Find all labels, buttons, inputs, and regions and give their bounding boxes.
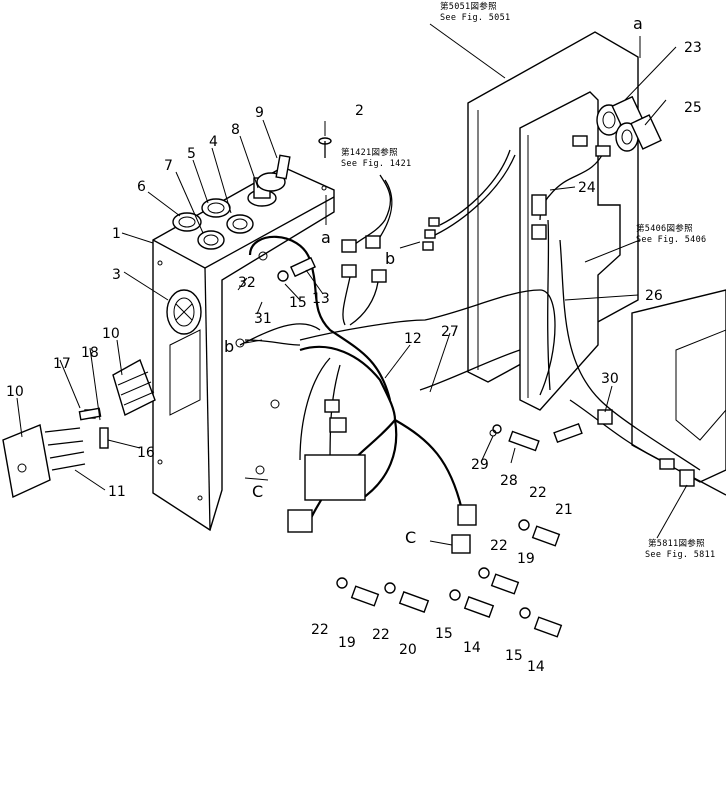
callout-14a: 14	[463, 640, 481, 656]
callout-8: 8	[231, 122, 240, 138]
callout-10a: 10	[102, 326, 120, 342]
ref-5051-en: See Fig. 5051	[440, 13, 510, 23]
bolt-13	[277, 256, 317, 282]
connector-letter-a-top: a	[633, 14, 643, 33]
callout-11: 11	[108, 484, 126, 500]
bolt-19b	[336, 577, 380, 607]
callout-26: 26	[645, 288, 663, 304]
callout-24: 24	[578, 180, 596, 196]
connector-letter-a: a	[321, 228, 331, 247]
ref-5406-en: See Fig. 5406	[636, 235, 706, 245]
ref-5051-jp: 第5051図参照	[440, 1, 497, 12]
callout-28: 28	[500, 473, 518, 489]
callout-15c: 15	[505, 648, 523, 664]
harness-24-26	[434, 149, 701, 471]
callout-6: 6	[137, 179, 146, 195]
relay-assembly	[2, 358, 156, 499]
reference-arrows	[244, 23, 688, 546]
key-switch	[247, 154, 291, 207]
callout-5: 5	[187, 146, 196, 162]
callout-22a: 22	[529, 485, 547, 501]
gauge-cluster	[172, 198, 254, 250]
connector-letter-c: C	[252, 482, 263, 501]
bolt-30	[553, 409, 613, 444]
leader-lines	[16, 46, 677, 491]
callout-4: 4	[209, 134, 218, 150]
callout-17: 17	[53, 356, 71, 372]
bolts	[78, 137, 726, 638]
connector-letter-c-right: C	[405, 528, 416, 547]
callout-1: 1	[112, 226, 121, 242]
lower-right-panel	[631, 289, 726, 483]
callout-9: 9	[255, 105, 264, 121]
callout-31: 31	[254, 311, 272, 327]
bolt-14a	[449, 589, 495, 618]
ref-1421-en: See Fig. 1421	[341, 159, 411, 169]
harness-27	[299, 289, 556, 396]
callout-23: 23	[684, 40, 702, 56]
callout-15a: 15	[289, 295, 307, 311]
callout-15b: 15	[435, 626, 453, 642]
callout-14b: 14	[527, 659, 545, 675]
bolt-20	[384, 582, 430, 613]
callout-21: 21	[555, 502, 573, 518]
bolt-17	[78, 407, 102, 421]
connector-pigtail	[341, 174, 393, 326]
bolt-19a	[478, 567, 520, 595]
callout-30: 30	[601, 371, 619, 387]
ref-5811-jp: 第5811図参照	[648, 538, 705, 549]
bolt-28	[492, 424, 540, 452]
callout-22b: 22	[490, 538, 508, 554]
callout-25: 25	[684, 100, 702, 116]
callout-27: 27	[441, 324, 459, 340]
ref-1421-jp: 第1421図参照	[341, 147, 398, 158]
callout-19b: 19	[338, 635, 356, 651]
harness-bracket-panel	[519, 91, 621, 411]
callout-22c: 22	[311, 622, 329, 638]
main-switch-box	[152, 166, 335, 532]
connector-letter-b: b	[385, 249, 395, 268]
harness-connectors	[287, 135, 611, 554]
callout-13: 13	[312, 291, 330, 307]
callout-10b: 10	[6, 384, 24, 400]
callout-32: 32	[238, 275, 256, 291]
connector-letter-b-box: b	[224, 337, 234, 356]
callout-22d: 22	[372, 627, 390, 643]
bolt-2	[318, 137, 332, 158]
callout-19a: 19	[517, 551, 535, 567]
callout-20: 20	[399, 642, 417, 658]
hour-meter	[166, 289, 202, 335]
callout-7: 7	[164, 158, 173, 174]
callout-29: 29	[471, 457, 489, 473]
callout-labels: 1 2 3 4 5 6 7 8 9 10 10 11 12 13 14 14 1…	[6, 14, 702, 675]
indicator-lamps	[596, 95, 662, 152]
callout-3: 3	[112, 267, 121, 283]
ref-5811-en: See Fig. 5811	[645, 550, 715, 560]
callout-12: 12	[404, 331, 422, 347]
callout-2: 2	[355, 103, 364, 119]
bolt-14b	[519, 607, 563, 638]
ref-5406-jp: 第5406図参照	[636, 223, 693, 234]
callout-16: 16	[137, 445, 155, 461]
figure-references: 第5051図参照 See Fig. 5051 第1421図参照 See Fig.…	[341, 1, 715, 560]
callout-18: 18	[81, 345, 99, 361]
bolt-21	[518, 519, 561, 547]
